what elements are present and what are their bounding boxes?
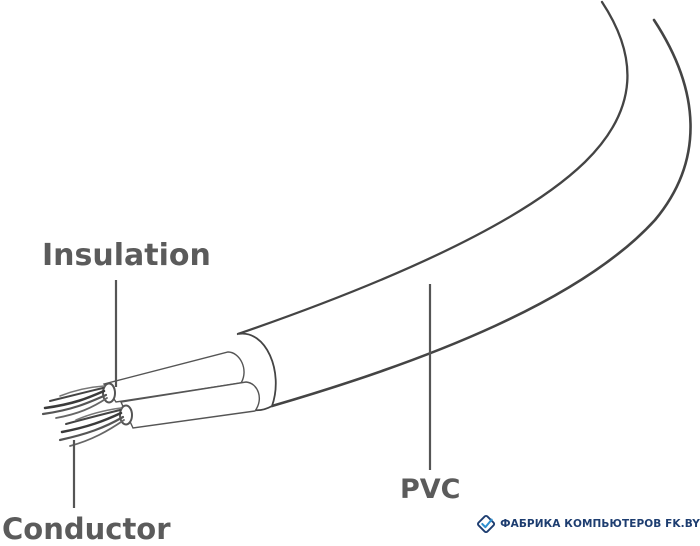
pvc-label: PVC [400,474,461,505]
insulation-label: Insulation [42,238,211,273]
conductor-label: Conductor [2,512,171,546]
watermark: ФАБРИКА КОМПЬЮТЕРОВ FK.BY [476,508,700,540]
watermark-text: ФАБРИКА КОМПЬЮТЕРОВ FK.BY [500,518,700,530]
jacket-edge-top [236,0,629,336]
pvc-jacket [236,0,692,408]
leader-lines [72,280,432,508]
wire-lower [119,381,260,429]
jacket-edge-bottom [270,18,692,408]
diamond-check-logo-icon [477,514,496,534]
insulated-wires [102,351,260,429]
conductor-strands [41,385,125,447]
